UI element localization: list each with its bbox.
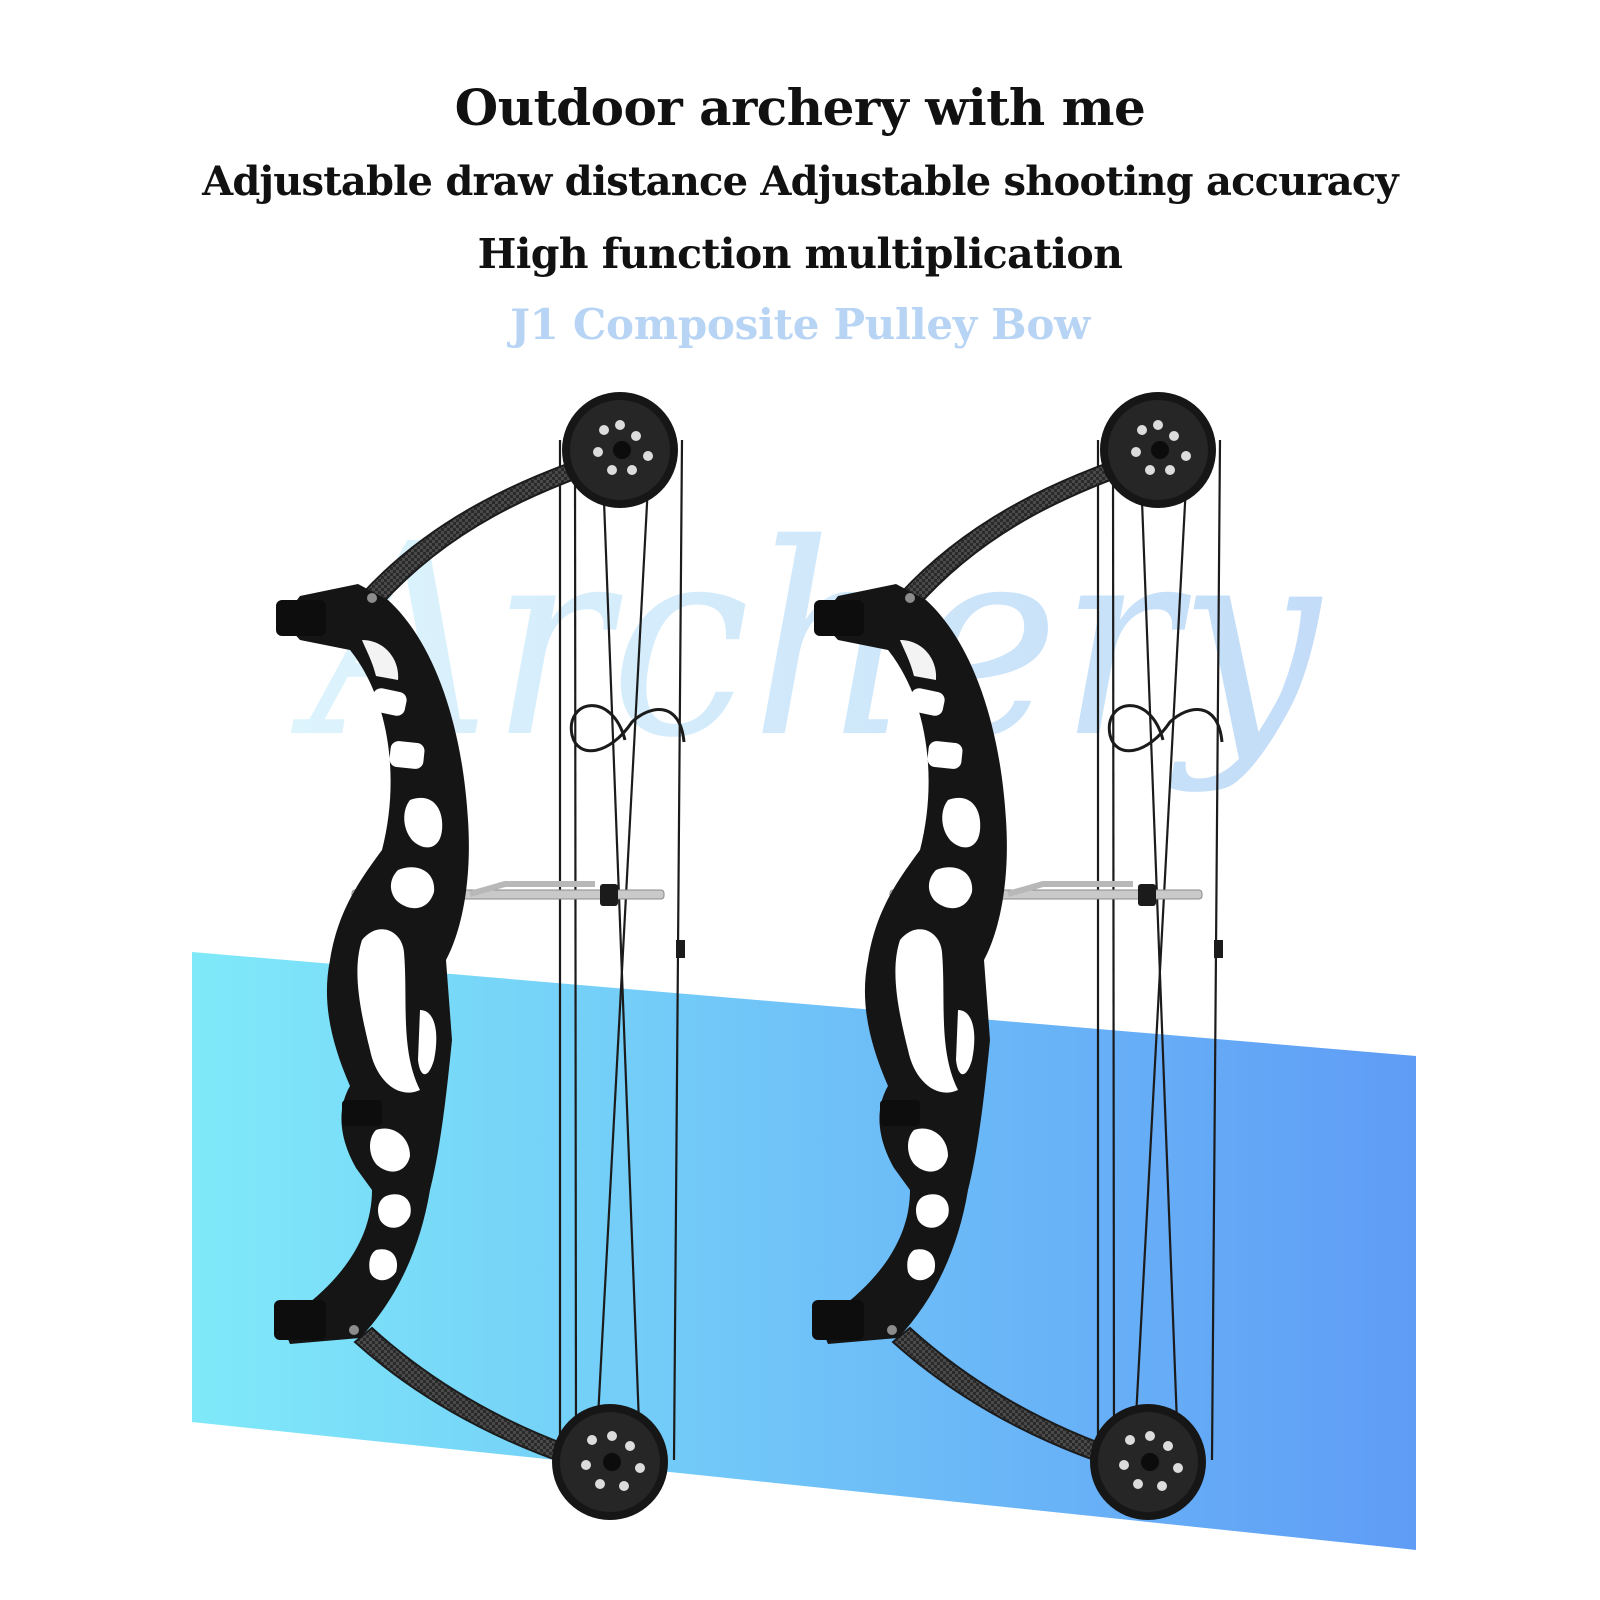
feature-line: Adjustable draw distance Adjustable shoo… [202,158,1399,205]
product-name: J1 Composite Pulley Bow [510,300,1090,349]
gradient-band [192,952,1416,1550]
page-title: Outdoor archery with me [454,78,1146,137]
feature-line-2: High function multiplication [477,230,1123,278]
